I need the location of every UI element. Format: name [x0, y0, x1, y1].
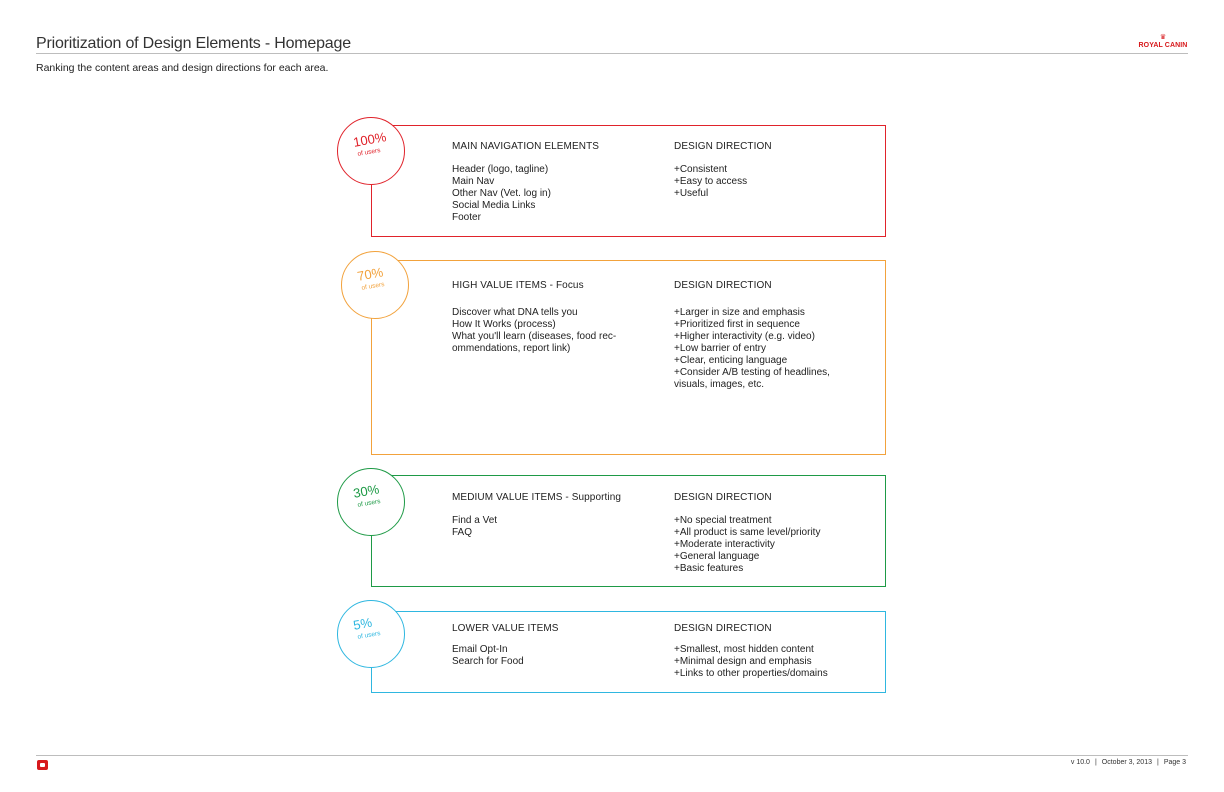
list-item: visuals, images, etc. — [674, 379, 765, 390]
list-item: Header (logo, tagline) — [452, 164, 549, 175]
list-item: +Prioritized first in sequence — [674, 319, 800, 330]
list-item: Discover what DNA tells you — [452, 307, 578, 318]
section-left-column: HIGH VALUE ITEMS - Focus Discover what D… — [452, 280, 616, 355]
list-item: ommendations, report link) — [452, 343, 571, 354]
design-direction-heading: DESIGN DIRECTION — [674, 141, 772, 152]
section-heading: HIGH VALUE ITEMS - Focus — [452, 280, 584, 291]
list-item: +Consistent — [674, 164, 728, 175]
date-label: October 3, 2013 — [1101, 759, 1152, 766]
section-left-column: LOWER VALUE ITEMS Email Opt-In Search fo… — [452, 623, 559, 668]
section-lower-value: LOWER VALUE ITEMS Email Opt-In Search fo… — [371, 611, 886, 693]
list-item: +General language — [674, 551, 760, 562]
brand-logo-text: ROYAL CANIN — [1138, 42, 1188, 49]
header-divider — [36, 53, 1188, 54]
percent-badge: 70% of users — [341, 251, 409, 319]
section-right-column: DESIGN DIRECTION +Consistent +Easy to ac… — [674, 141, 772, 200]
list-item: Search for Food — [452, 656, 524, 667]
crown-icon: ♛ — [1159, 34, 1167, 41]
page-title: Prioritization of Design Elements - Home… — [36, 35, 351, 52]
design-direction-heading: DESIGN DIRECTION — [674, 492, 772, 503]
section-heading: MEDIUM VALUE ITEMS - Supporting — [452, 492, 622, 503]
section-main-navigation: MAIN NAVIGATION ELEMENTS Header (logo, t… — [371, 125, 886, 237]
page-subtitle: Ranking the content areas and design dir… — [36, 62, 329, 74]
section-right-column: DESIGN DIRECTION +Larger in size and emp… — [674, 280, 830, 391]
list-item: Social Media Links — [452, 200, 536, 211]
list-item: +Easy to access — [674, 176, 748, 187]
list-item: Email Opt-In — [452, 644, 508, 655]
page-number: Page 3 — [1163, 759, 1186, 766]
list-item: Footer — [452, 212, 481, 223]
list-item: +Basic features — [674, 563, 744, 574]
footer-meta: v 10.0|October 3, 2013|Page 3 — [1070, 759, 1186, 766]
royal-canin-mini-logo-icon — [37, 760, 48, 770]
list-item: +Smallest, most hidden content — [674, 644, 814, 655]
percent-badge: 30% of users — [337, 468, 405, 536]
list-item: How It Works (process) — [452, 319, 556, 330]
list-item: +Moderate interactivity — [674, 539, 775, 550]
list-item: +Low barrier of entry — [674, 343, 766, 354]
percent-value: 100% — [352, 129, 388, 150]
list-item: +Links to other properties/domains — [674, 668, 828, 679]
brand-logo: ♛ ROYAL CANIN — [1137, 34, 1189, 52]
section-medium-value: MEDIUM VALUE ITEMS - Supporting Find a V… — [371, 475, 886, 587]
list-item: +Larger in size and emphasis — [674, 307, 805, 318]
list-item: +Higher interactivity (e.g. video) — [674, 331, 815, 342]
list-item: +Consider A/B testing of headlines, — [674, 367, 830, 378]
list-item: Main Nav — [452, 176, 495, 187]
percent-badge: 100% of users — [337, 117, 405, 185]
list-item: +No special treatment — [674, 515, 772, 526]
design-direction-heading: DESIGN DIRECTION — [674, 280, 772, 291]
section-left-column: MEDIUM VALUE ITEMS - Supporting Find a V… — [452, 492, 621, 539]
list-item: +Useful — [674, 188, 709, 199]
list-item: FAQ — [452, 527, 473, 538]
version-label: v 10.0 — [1070, 759, 1090, 766]
percent-value: 5% — [352, 614, 374, 633]
percent-badge: 5% of users — [337, 600, 405, 668]
section-high-value: HIGH VALUE ITEMS - Focus Discover what D… — [371, 260, 886, 455]
footer-divider — [36, 755, 1188, 756]
list-item: Find a Vet — [452, 515, 498, 526]
list-item: +Minimal design and emphasis — [674, 656, 812, 667]
section-left-column: MAIN NAVIGATION ELEMENTS Header (logo, t… — [452, 141, 599, 224]
list-item: What you'll learn (diseases, food rec- — [452, 331, 617, 342]
list-item: +Clear, enticing language — [674, 355, 788, 366]
section-right-column: DESIGN DIRECTION +No special treatment +… — [674, 492, 820, 575]
section-right-column: DESIGN DIRECTION +Smallest, most hidden … — [674, 623, 828, 680]
list-item: +All product is same level/priority — [674, 527, 821, 538]
design-direction-heading: DESIGN DIRECTION — [674, 623, 772, 634]
section-heading: LOWER VALUE ITEMS — [452, 623, 559, 634]
list-item: Other Nav (Vet. log in) — [452, 188, 551, 199]
section-heading: MAIN NAVIGATION ELEMENTS — [452, 141, 600, 152]
